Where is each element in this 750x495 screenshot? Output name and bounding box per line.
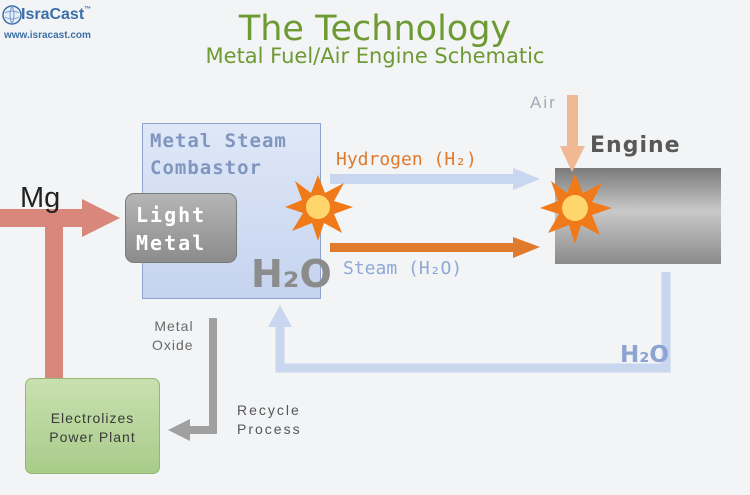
recycle-process-label: Recycle Process (237, 401, 302, 439)
logo-name-text: IsraCast (21, 6, 85, 23)
engine-explosion-icon (540, 174, 612, 244)
power-plant-box (25, 378, 160, 474)
page-subtitle: Metal Fuel/Air Engine Schematic (205, 44, 545, 68)
recycle-line1: Recycle (237, 402, 301, 418)
combustor-label: Metal Steam Combastor (150, 128, 287, 182)
combustor-label-line1: Metal Steam (150, 130, 287, 152)
water-return-arrow (268, 272, 671, 373)
logo-name: IsraCast™ (21, 6, 91, 24)
power-plant-line1: Electrolizes (50, 410, 135, 426)
fuel-input-label: Mg (20, 182, 61, 214)
recycle-arrow (168, 318, 217, 441)
metal-oxide-label: Metal Oxide (152, 317, 194, 355)
metal-oxide-line1: Metal (154, 318, 194, 334)
hydrogen-label: Hydrogen (H₂) (336, 149, 477, 170)
air-label: Air (530, 93, 557, 112)
combustor-h2o-label: H₂O (251, 252, 332, 296)
power-plant-line2: Power Plant (49, 429, 136, 445)
logo-trademark: ™ (84, 6, 92, 13)
hydrogen-arrow (330, 168, 540, 190)
light-metal-label-line1: Light (136, 203, 207, 227)
combustor-label-line2: Combastor (150, 157, 262, 179)
light-metal-label: Light Metal (136, 201, 206, 257)
engine-label: Engine (590, 133, 681, 158)
power-plant-label: Electrolizes Power Plant (25, 409, 160, 447)
page-title: The Technology (238, 9, 512, 49)
logo-url[interactable]: www.isracast.com (4, 30, 91, 41)
recycle-line2: Process (237, 421, 302, 437)
light-metal-block (125, 193, 237, 263)
steam-arrow (330, 237, 540, 258)
metal-oxide-line2: Oxide (152, 337, 194, 353)
combustor-explosion-icon (285, 175, 353, 241)
air-arrow (560, 95, 585, 172)
steam-label: Steam (H₂O) (343, 258, 463, 279)
fuel-input-arrow (0, 199, 120, 378)
water-return-label: H₂O (620, 342, 669, 368)
logo-globe-icon (2, 5, 22, 25)
light-metal-label-line2: Metal (136, 231, 207, 255)
